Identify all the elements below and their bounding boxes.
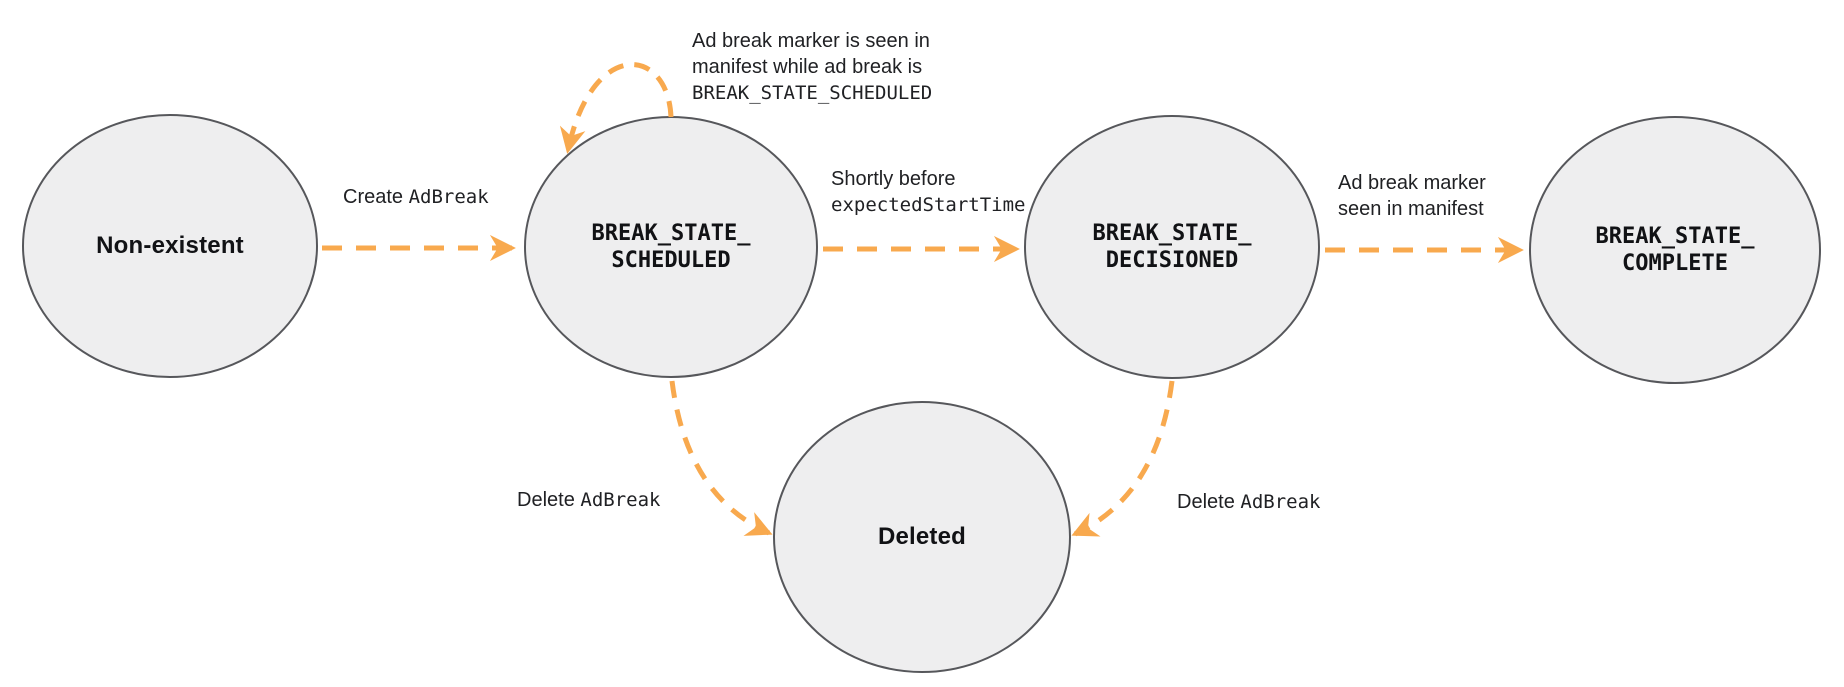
edge-label-plain: Delete: [517, 489, 581, 511]
transition-arrow-self-loop-scheduled: [559, 62, 674, 154]
edge-label-plain: Create: [343, 186, 409, 208]
state-circle-deleted: [773, 401, 1071, 673]
edge-label-self-loop: Ad break marker is seen in manifest whil…: [692, 28, 932, 106]
state-circle-break-state-complete: [1529, 116, 1821, 384]
edge-label-code: AdBreak: [408, 186, 489, 208]
edge-label-code: AdBreak: [580, 489, 661, 511]
edge-label-line1: Ad break marker: [1338, 172, 1486, 194]
state-circle-break-state-scheduled: [524, 116, 818, 378]
transition-arrow-delete-from-scheduled: [669, 380, 773, 536]
edge-label-plain: Shortly before: [831, 168, 956, 190]
edge-label-plain: Delete: [1177, 491, 1241, 513]
edge-label-delete-from-decisioned: Delete AdBreak: [1177, 489, 1320, 515]
edge-label-line2: seen in manifest: [1338, 198, 1484, 220]
edge-label-marker-seen: Ad break marker seen in manifest: [1338, 170, 1486, 222]
state-circle-break-state-decisioned: [1024, 115, 1320, 379]
edge-label-code-line: BREAK_STATE_SCHEDULED: [692, 82, 933, 104]
transition-arrow-delete-from-decisioned: [1071, 380, 1175, 537]
edge-label-delete-from-scheduled: Delete AdBreak: [517, 487, 660, 513]
edge-label-shortly-before: Shortly before expectedStartTime: [831, 166, 1025, 218]
edge-label-code: AdBreak: [1240, 491, 1321, 513]
edge-label-line1: Ad break marker is seen in: [692, 30, 930, 52]
edge-label-line2: manifest while ad break is: [692, 56, 923, 78]
edge-label-code: expectedStartTime: [831, 194, 1026, 216]
state-circle-non-existent: [22, 114, 318, 378]
edge-label-create-adbreak: Create AdBreak: [343, 184, 489, 210]
